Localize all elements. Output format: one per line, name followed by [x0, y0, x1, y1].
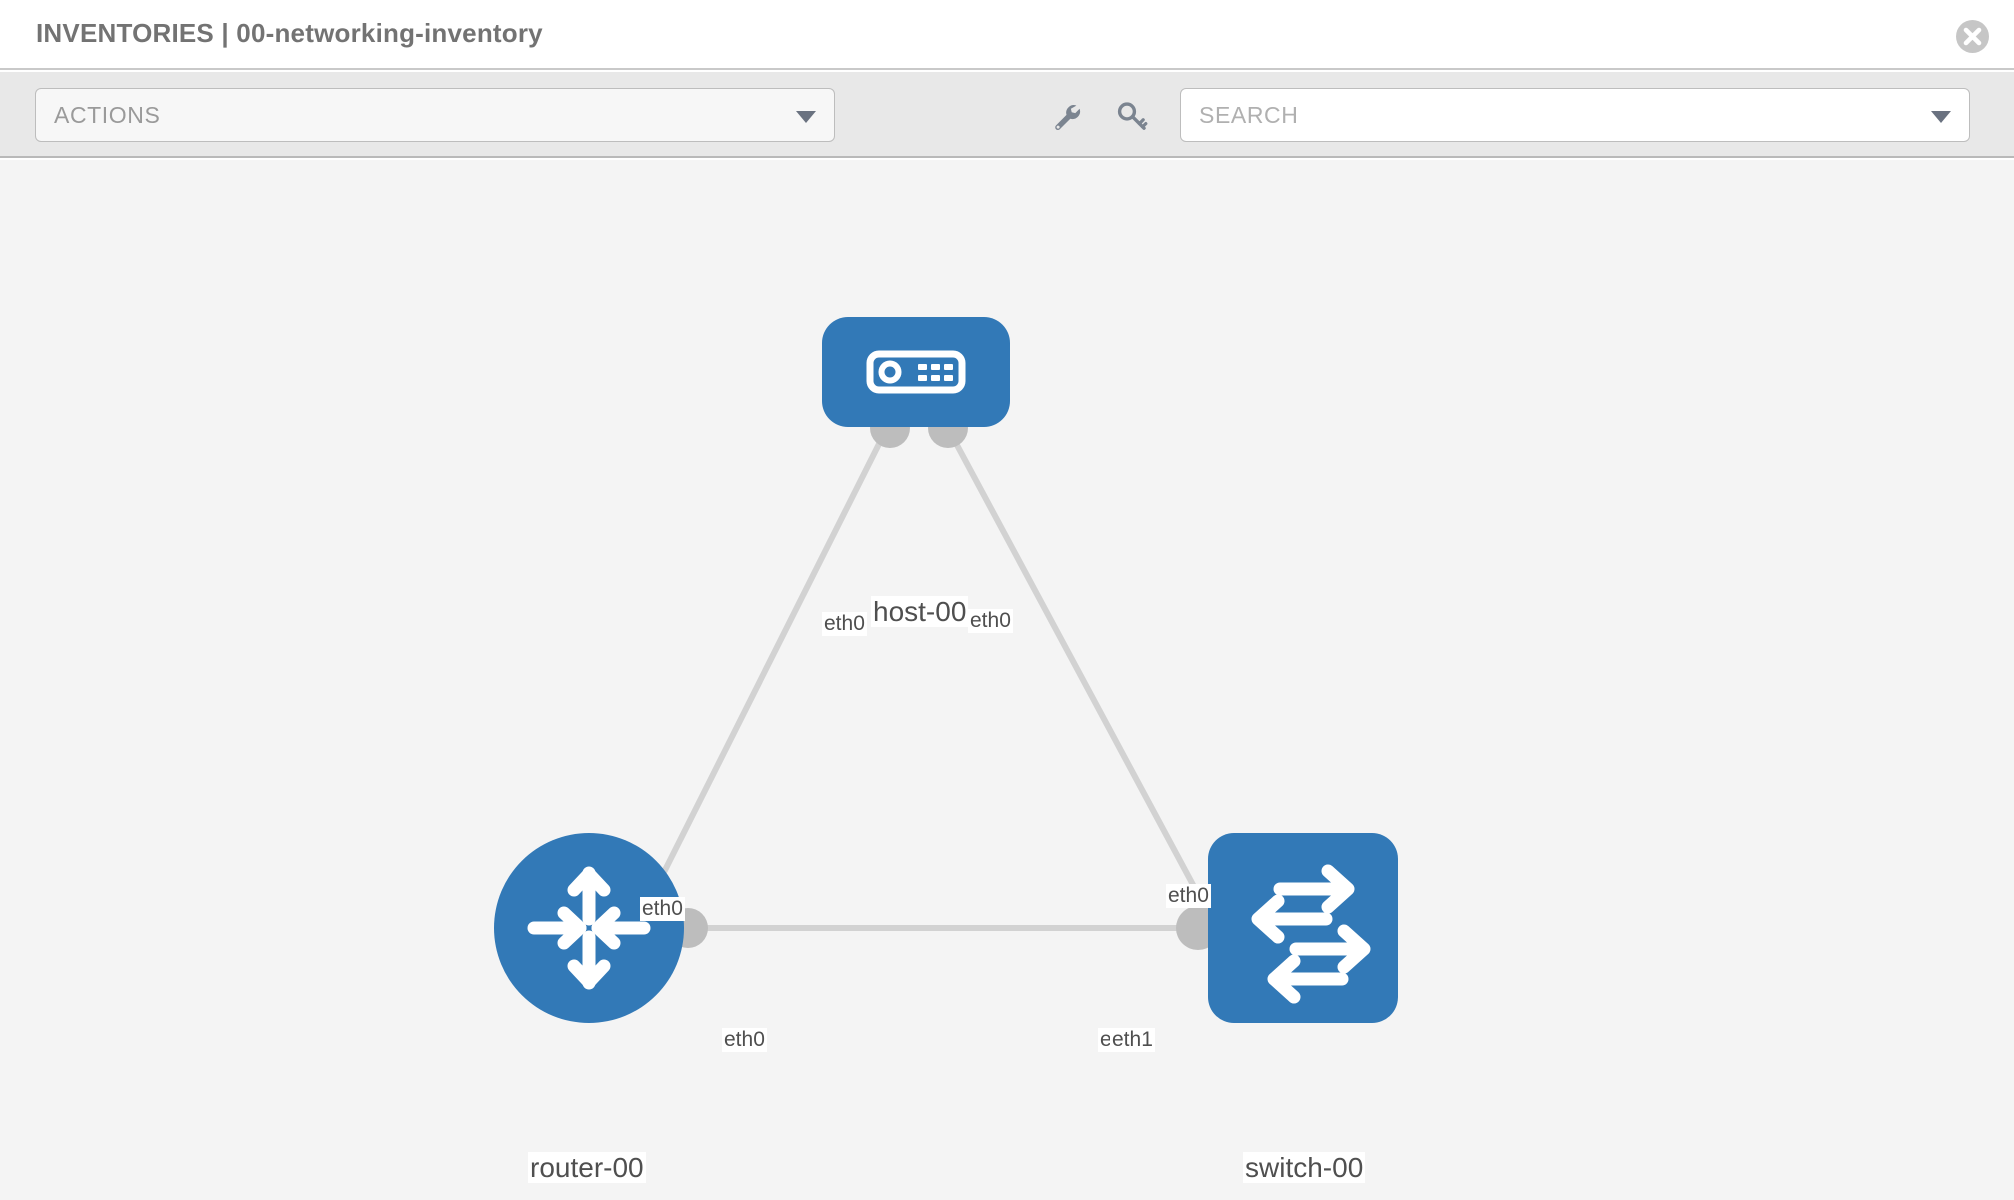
node-router-00[interactable] [494, 833, 684, 1023]
actions-dropdown-label: ACTIONS [54, 102, 161, 128]
node-switch-00[interactable] [1208, 833, 1398, 1023]
close-icon[interactable] [1956, 20, 1989, 53]
node-label-switch-00: switch-00 [1243, 1152, 1366, 1184]
chevron-down-icon[interactable] [1931, 111, 1951, 123]
key-icon[interactable] [1114, 98, 1150, 134]
topology-edges [628, 408, 1252, 972]
actions-dropdown[interactable]: ACTIONS [35, 88, 835, 142]
iface-label-router-up: eth0 [640, 897, 685, 922]
node-host-00[interactable] [822, 317, 1010, 427]
iface-label-router-right: eth0 [722, 1028, 767, 1053]
iface-label-switch-left-over: eth1 [1110, 1028, 1155, 1053]
search-placeholder: SEARCH [1199, 102, 1299, 128]
chevron-down-icon [796, 111, 816, 123]
iface-label-switch-up: eth0 [1166, 884, 1211, 909]
edge-host-router [637, 430, 888, 922]
iface-label-host-left: eth0 [822, 612, 867, 637]
server-icon [866, 350, 966, 394]
node-label-router-00: router-00 [528, 1152, 646, 1184]
router-arrows-icon [527, 866, 651, 990]
toolbar: ACTIONS SEARCH [0, 72, 2014, 158]
topology-canvas[interactable]: host-00 router-00 switch-00 eth0 eth0 et… [0, 160, 2014, 1200]
title-bar: INVENTORIES | 00-networking-inventory [0, 0, 2014, 70]
switch-arrows-icon [1251, 864, 1371, 1004]
node-label-host-00: host-00 [871, 596, 969, 628]
edge-host-switch [947, 430, 1231, 952]
wrench-icon[interactable] [1048, 98, 1084, 134]
search-input[interactable]: SEARCH [1180, 88, 1970, 142]
iface-label-host-right: eth0 [968, 609, 1013, 634]
page-title: INVENTORIES | 00-networking-inventory [36, 18, 543, 48]
